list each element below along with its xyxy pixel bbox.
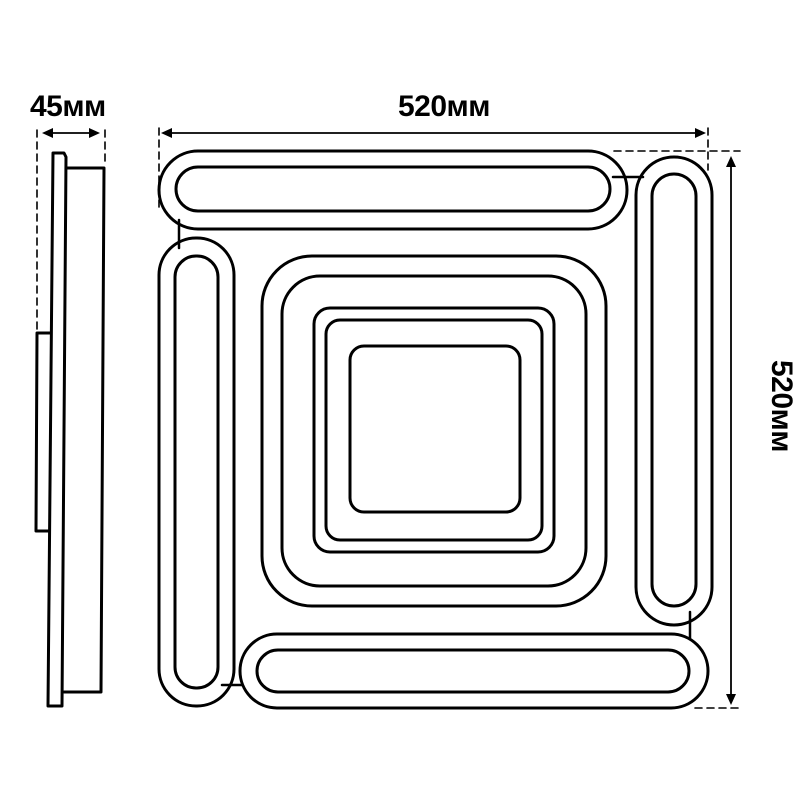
height-dimension-label-wrap: 520мм xyxy=(765,360,798,470)
height-dimension-lines xyxy=(613,150,741,709)
depth-arrowheads xyxy=(42,128,100,138)
right-light-bar-outer xyxy=(634,155,714,627)
bottom-light-bar-outer xyxy=(238,632,710,710)
front-view xyxy=(157,149,714,710)
square-frame-2 xyxy=(280,274,588,588)
height-arrowheads xyxy=(726,156,736,705)
bottom-light-bar-inner xyxy=(255,648,691,694)
side-profile-view xyxy=(34,151,106,708)
square-frame-4 xyxy=(324,318,544,542)
width-dimension-lines xyxy=(158,127,709,211)
left-light-bar-inner xyxy=(173,254,220,690)
right-light-bar-inner xyxy=(650,172,698,608)
top-light-bar-inner xyxy=(174,165,612,213)
depth-dimension-label: 45мм xyxy=(30,90,106,123)
height-dimension-label: 520мм xyxy=(765,360,798,452)
width-dimension-label: 520мм xyxy=(398,90,490,123)
top-light-bar-outer xyxy=(157,149,629,231)
depth-dimension-lines xyxy=(36,129,106,333)
width-arrowheads xyxy=(161,128,706,138)
square-frame-1 xyxy=(260,254,608,608)
left-light-bar-outer xyxy=(157,236,236,708)
square-frame-5 xyxy=(348,344,522,514)
square-frame-3 xyxy=(312,306,556,554)
